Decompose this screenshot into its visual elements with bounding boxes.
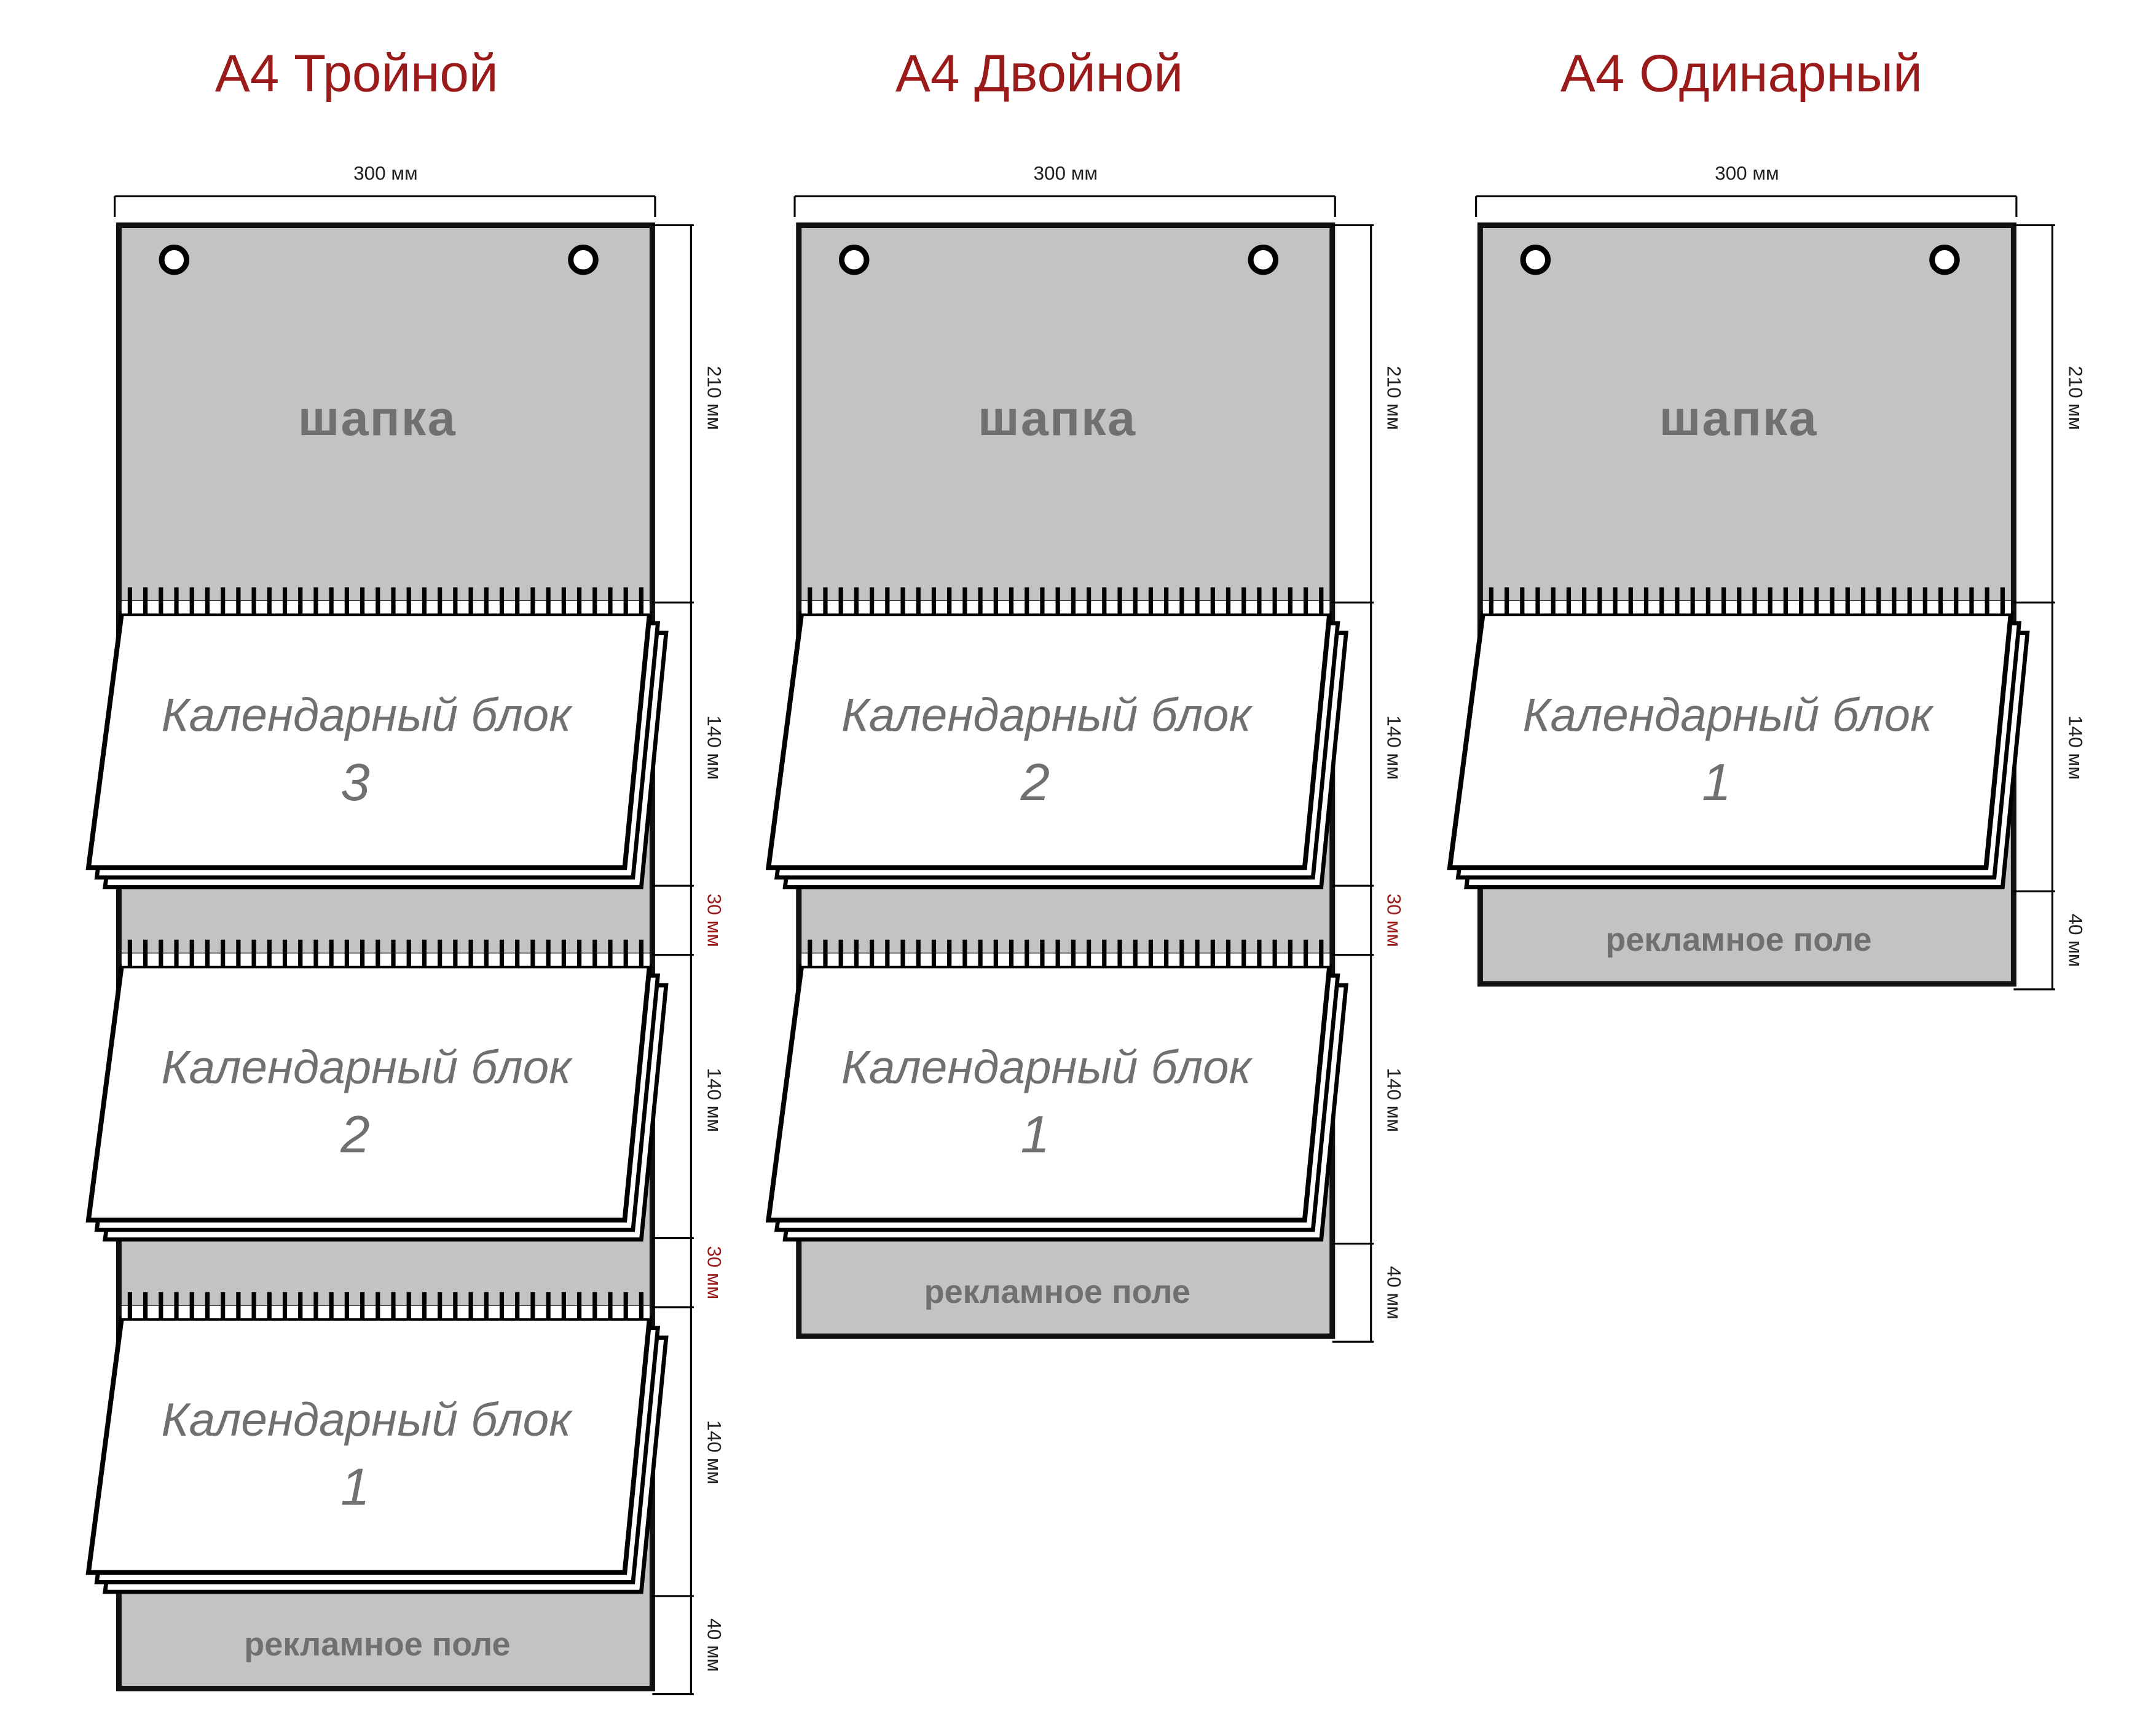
height-dimension-label: 140 мм xyxy=(1383,715,1405,780)
spiral-binding-gap xyxy=(801,953,1330,966)
ad-field-label: рекламное поле xyxy=(924,1273,1190,1310)
calendar-1: А4 Тройной 300 мм шапка рекламное поле Кален… xyxy=(85,44,725,1696)
calendar-title: А4 Тройной xyxy=(215,44,498,103)
spiral-binding-gap xyxy=(121,1305,650,1318)
ad-field-label: рекламное поле xyxy=(1605,921,1871,958)
height-dimension-label: 140 мм xyxy=(2064,715,2086,780)
height-dimension-label: 40 мм xyxy=(1383,1266,1405,1320)
spiral-binding-gap xyxy=(121,601,650,614)
calendar-block-label: Календарный блок xyxy=(162,1394,573,1446)
calendar-block-number: 1 xyxy=(340,1458,370,1517)
height-dimension-label: 30 мм xyxy=(703,894,725,947)
calendar-title: А4 Двойной xyxy=(895,44,1183,103)
spiral-binding-gap xyxy=(1482,601,2011,614)
spiral-binding-gap xyxy=(121,953,650,966)
hanging-hole-icon xyxy=(838,244,870,275)
height-dimension-label: 140 мм xyxy=(703,1420,725,1485)
calendar-block: Календарный блок 1 xyxy=(765,939,1348,1242)
header-label: шапка xyxy=(1659,391,1818,446)
calendar-block: Календарный блок 1 xyxy=(1447,587,2030,889)
header-label: шапка xyxy=(298,391,457,446)
height-dimension-label: 40 мм xyxy=(2064,914,2086,967)
calendar-block-number: 2 xyxy=(1020,753,1050,812)
height-dimension-label: 140 мм xyxy=(703,1068,725,1132)
calendar-block-number: 1 xyxy=(1021,1106,1050,1164)
calendar-block-number: 3 xyxy=(340,753,370,812)
calendar-block-label: Календарный блок xyxy=(841,689,1253,741)
height-dimension-label: 140 мм xyxy=(703,715,725,780)
height-dimension-label: 140 мм xyxy=(1383,1068,1405,1132)
calendar-block: Календарный блок 2 xyxy=(85,939,669,1242)
calendar-block-label: Календарный блок xyxy=(1522,689,1934,741)
height-dimension-label: 30 мм xyxy=(703,1246,725,1299)
calendar-block-label: Календарный блок xyxy=(162,689,573,741)
calendar-page-front xyxy=(85,1316,653,1575)
calendar-block-label: Календарный блок xyxy=(841,1042,1253,1094)
header-label: шапка xyxy=(978,391,1136,446)
width-label: 300 мм xyxy=(353,162,418,184)
calendar-block: Календарный блок 3 xyxy=(85,587,669,889)
height-dimension-label: 210 мм xyxy=(1383,366,1405,430)
hanging-hole-icon xyxy=(159,244,190,275)
width-label: 300 мм xyxy=(1715,162,1779,184)
height-dimension-label: 210 мм xyxy=(703,366,725,430)
calendar-title: А4 Одинарный xyxy=(1560,44,1922,103)
calendar-block-number: 1 xyxy=(1702,753,1731,812)
calendar-block-label: Календарный блок xyxy=(162,1042,573,1094)
ad-field-label: рекламное поле xyxy=(244,1626,510,1663)
height-dimension-label: 30 мм xyxy=(1383,894,1405,947)
spiral-binding-gap xyxy=(801,601,1330,614)
hanging-hole-icon xyxy=(1520,244,1551,275)
width-label: 300 мм xyxy=(1033,162,1098,184)
height-dimension-label: 210 мм xyxy=(2064,366,2086,430)
calendar-3: А4 Одинарный 300 мм шапка рекламное поле Кал… xyxy=(1447,44,2086,991)
hanging-hole-icon xyxy=(1248,244,1279,275)
calendar-block: Календарный блок 2 xyxy=(765,587,1348,889)
calendar-2: А4 Двойной 300 мм шапка рекламное поле Кален… xyxy=(765,44,1405,1343)
height-dimension-label: 40 мм xyxy=(703,1618,725,1672)
hanging-hole-icon xyxy=(568,244,599,275)
calendar-block-number: 2 xyxy=(340,1106,370,1164)
calendar-block: Календарный блок 1 xyxy=(85,1292,669,1594)
hanging-hole-icon xyxy=(1929,244,1960,275)
